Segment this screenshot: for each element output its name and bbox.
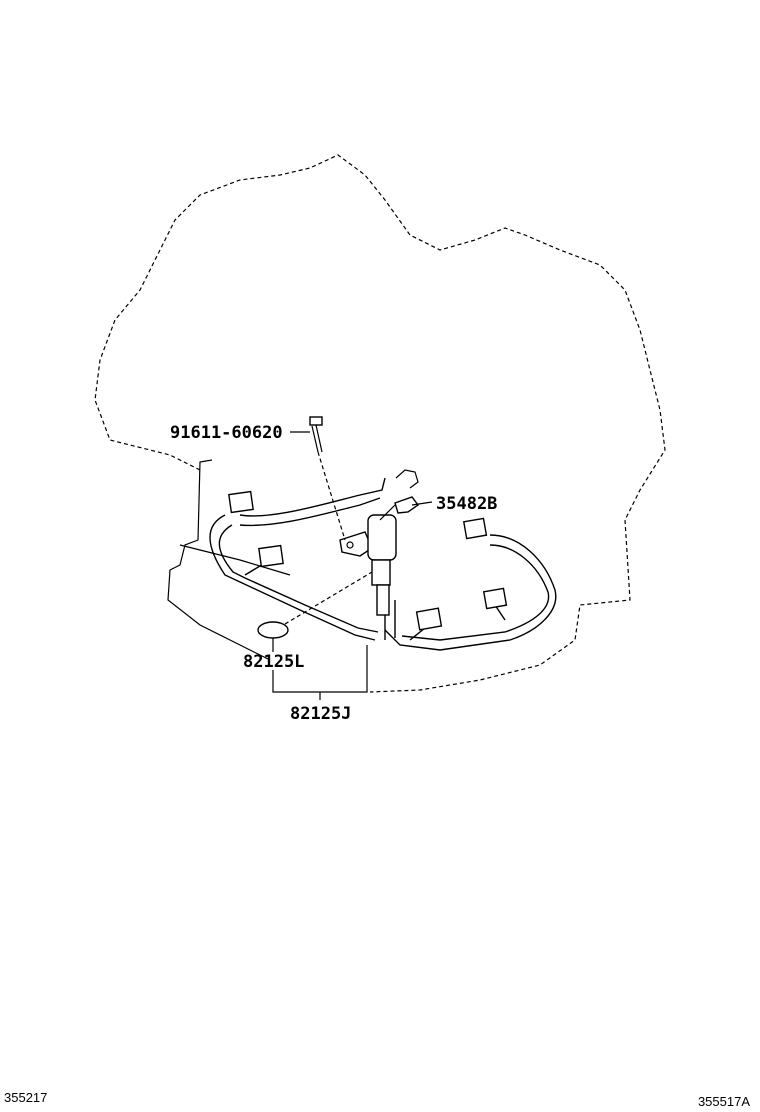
callout-harness: 82125J xyxy=(290,704,351,724)
harness-wire-right-2 xyxy=(401,544,550,641)
callout-bolt: 91611-60620 xyxy=(170,423,283,443)
connector-upper-left xyxy=(228,490,254,514)
transmission-housing-outline xyxy=(94,154,666,693)
o-ring-82125L xyxy=(257,621,289,639)
leader-clamp xyxy=(411,501,433,506)
bolt-91611-60620 xyxy=(309,416,346,541)
transmission-pan-outline xyxy=(167,459,271,661)
pan-lower-edge xyxy=(179,544,291,576)
clamp-35482B xyxy=(379,469,419,521)
sensor-bolt-hole xyxy=(346,541,354,549)
connector-left xyxy=(258,544,284,568)
connector-right xyxy=(482,587,508,610)
speed-sensor-boot xyxy=(376,584,390,616)
harness-wire-left xyxy=(209,514,376,641)
footer-right-code: 355517A xyxy=(697,1094,750,1109)
speed-sensor-body xyxy=(367,514,397,561)
harness-wire-upper xyxy=(239,477,386,517)
speed-sensor-flange xyxy=(339,531,373,557)
connector-center xyxy=(415,607,443,631)
leader-harness-bracket xyxy=(272,645,368,700)
harness-wire-right xyxy=(384,534,557,651)
harness-wire-left-2 xyxy=(218,524,379,633)
harness-wire-upper-2 xyxy=(239,497,381,527)
footer-left-code: 355217 xyxy=(4,1090,48,1105)
speed-sensor-neck xyxy=(371,559,391,586)
callout-o-ring: 82125L xyxy=(243,652,304,672)
o-ring-dash-leader xyxy=(284,571,373,625)
connector-right-upper xyxy=(462,517,488,540)
callout-clamp: 35482B xyxy=(436,494,497,514)
